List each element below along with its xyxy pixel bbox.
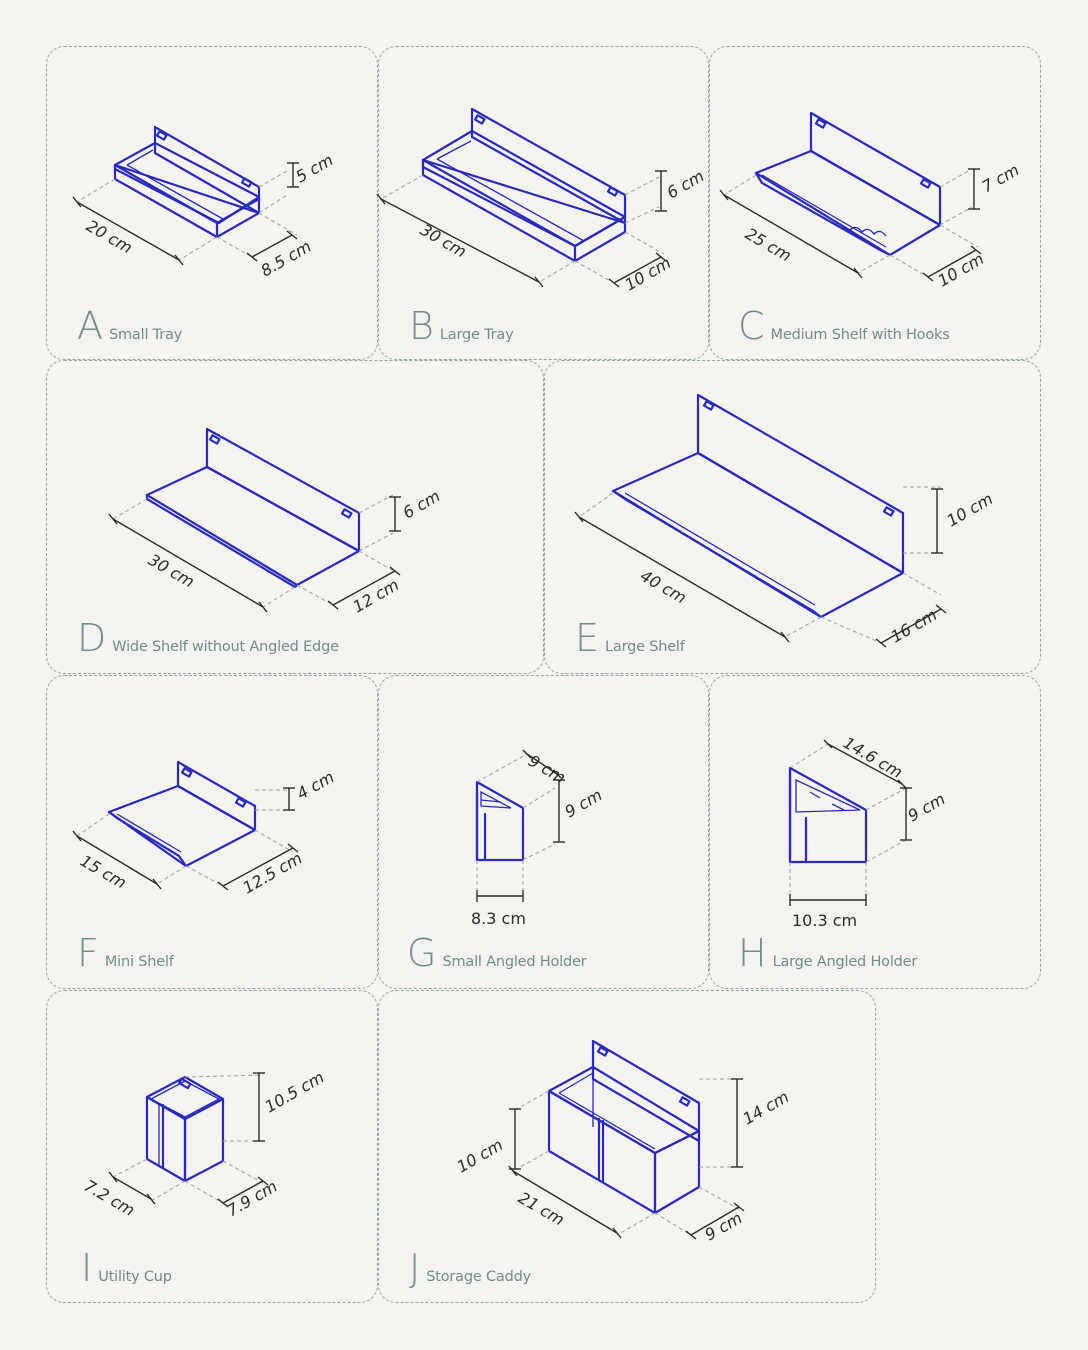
card-c[interactable]: 25 cm 7 cm 10 cm C Medium Shelf with Hoo…: [709, 46, 1041, 360]
card-e[interactable]: 40 cm 10 cm 16 cm E Large Shelf: [544, 360, 1041, 674]
item-letter: A: [77, 304, 103, 348]
mini-shelf-illustration: 15 cm 4 cm 12.5 cm: [72, 760, 338, 897]
item-letter: D: [77, 616, 107, 660]
small-angled-holder-illustration: 9 cm 9 cm 8.3 cm: [471, 749, 606, 928]
item-name: Large Shelf: [605, 639, 685, 655]
card-b[interactable]: 30 cm 6 cm 10 cm B Large Tray: [376, 46, 709, 360]
item-name: Small Tray: [109, 327, 183, 343]
item-letter: C: [738, 304, 765, 348]
dim-depth: 7.9 cm: [224, 1177, 281, 1221]
dim-depth: 8.5 cm: [258, 237, 315, 281]
dim-width: 8.3 cm: [471, 909, 526, 928]
dim-height: 4 cm: [294, 767, 338, 803]
item-name: Storage Caddy: [426, 1269, 531, 1285]
item-letter: G: [407, 931, 437, 975]
item-name: Wide Shelf without Angled Edge: [112, 639, 339, 655]
caption-d: D Wide Shelf without Angled Edge: [77, 619, 339, 657]
small-tray-illustration: 20 cm 5 cm 8.5 cm: [72, 125, 337, 281]
item-letter: I: [81, 1246, 93, 1290]
dim-height: 10 cm: [944, 489, 997, 530]
dim-height: 6 cm: [400, 486, 444, 522]
dim-height: 10.5 cm: [262, 1067, 328, 1116]
item-name: Large Angled Holder: [772, 954, 918, 970]
dim-width: 7.2 cm: [81, 1176, 138, 1220]
dim-length: 15 cm: [77, 851, 130, 892]
caption-j: J Storage Caddy: [409, 1249, 531, 1287]
card-d[interactable]: 30 cm 6 cm 12 cm D Wide Shelf without An…: [46, 360, 544, 674]
card-j[interactable]: 10 cm 14 cm 21 cm 9 cm J Storage Caddy: [378, 990, 876, 1303]
dim-height: 9 cm: [905, 789, 949, 825]
caption-e: E Large Shelf: [575, 619, 685, 657]
large-shelf-illustration: 40 cm 10 cm 16 cm: [574, 393, 997, 648]
dim-height: 7 cm: [979, 160, 1023, 196]
dim-front-height: 10 cm: [454, 1135, 507, 1176]
item-letter: J: [409, 1246, 421, 1290]
caption-a: A Small Tray: [77, 307, 182, 345]
item-letter: E: [575, 616, 600, 660]
utility-cup-illustration: 10.5 cm 7.2 cm 7.9 cm: [81, 1067, 328, 1221]
card-a[interactable]: 20 cm 5 cm 8.5 cm A Small Tray: [46, 46, 378, 360]
dim-height: 9 cm: [562, 785, 606, 821]
caption-h: H Large Angled Holder: [738, 934, 917, 972]
dim-top: 14.6 cm: [840, 733, 906, 782]
dim-length: 30 cm: [417, 220, 470, 261]
dim-top: 9 cm: [525, 751, 569, 787]
dim-depth: 10 cm: [622, 253, 675, 294]
dim-depth: 10 cm: [935, 249, 988, 290]
caption-g: G Small Angled Holder: [407, 934, 587, 972]
item-letter: B: [409, 304, 434, 348]
item-name: Utility Cup: [98, 1269, 172, 1285]
card-i[interactable]: 10.5 cm 7.2 cm 7.9 cm I Utility Cup: [46, 990, 378, 1303]
item-name: Small Angled Holder: [442, 954, 587, 970]
card-f[interactable]: 15 cm 4 cm 12.5 cm F Mini Shelf: [46, 675, 378, 989]
dim-width: 10.3 cm: [792, 911, 857, 930]
medium-shelf-hooks-illustration: 25 cm 7 cm 10 cm: [719, 111, 1023, 290]
storage-caddy-illustration: 10 cm 14 cm 21 cm 9 cm: [454, 1039, 793, 1244]
dim-length: 21 cm: [515, 1188, 568, 1229]
dim-length: 25 cm: [742, 224, 795, 265]
dim-length: 40 cm: [637, 566, 690, 607]
item-name: Mini Shelf: [104, 954, 174, 970]
dim-height: 5 cm: [293, 150, 337, 186]
dim-height: 6 cm: [664, 166, 708, 202]
large-tray-illustration: 30 cm 6 cm 10 cm: [376, 107, 708, 294]
caption-i: I Utility Cup: [81, 1249, 172, 1287]
dim-back-height: 14 cm: [740, 1087, 793, 1128]
large-angled-holder-illustration: 14.6 cm 9 cm 10.3 cm: [788, 733, 949, 930]
item-letter: H: [738, 931, 767, 975]
item-name: Large Tray: [439, 327, 514, 343]
card-h[interactable]: 14.6 cm 9 cm 10.3 cm H Large Angled Hold…: [709, 675, 1041, 989]
card-g[interactable]: 9 cm 9 cm 8.3 cm G Small Angled Holder: [378, 675, 709, 989]
caption-c: C Medium Shelf with Hooks: [738, 307, 950, 345]
caption-b: B Large Tray: [409, 304, 514, 348]
dim-depth: 9 cm: [702, 1208, 746, 1244]
dim-depth: 16 cm: [888, 605, 941, 646]
wide-shelf-illustration: 30 cm 6 cm 12 cm: [108, 427, 444, 616]
dim-length: 30 cm: [145, 550, 198, 591]
caption-f: F Mini Shelf: [77, 934, 174, 972]
dim-length: 20 cm: [83, 216, 136, 257]
item-name: Medium Shelf with Hooks: [770, 327, 950, 343]
item-letter: F: [77, 931, 99, 975]
dim-depth: 12.5 cm: [240, 848, 306, 897]
